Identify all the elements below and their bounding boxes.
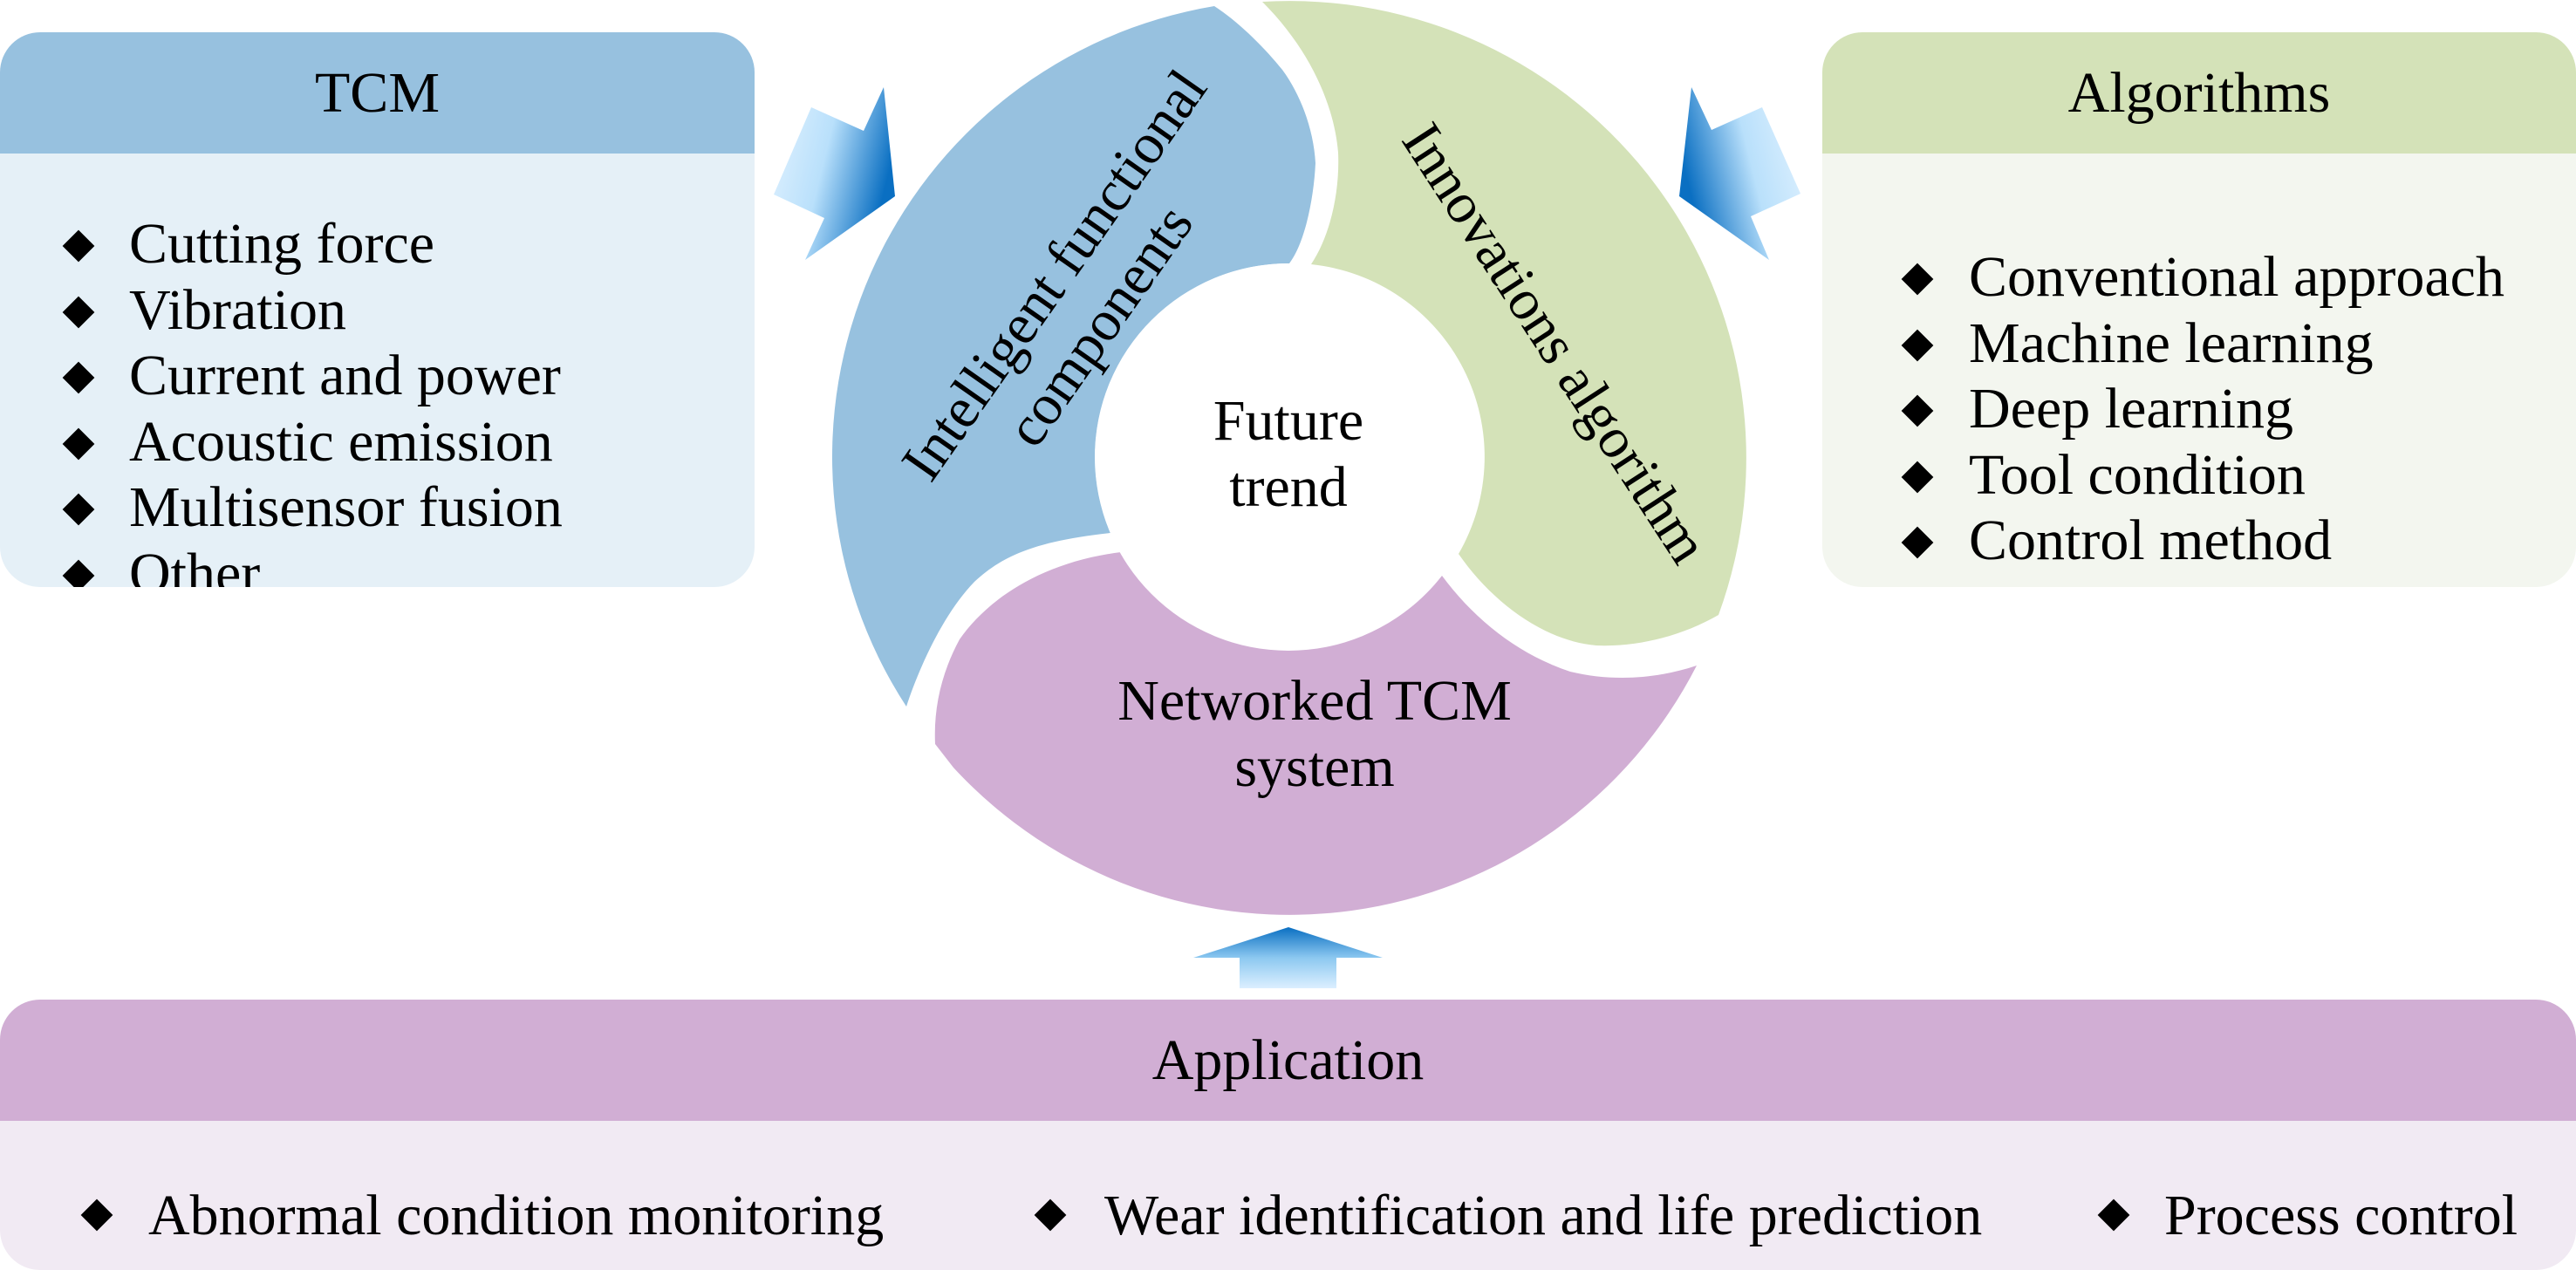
list-item: Cutting force [0,211,563,277]
list-item-label: Multisensor fusion [129,475,563,539]
list-item: Control method [1822,508,2504,574]
list-item: Process control [2097,1183,2518,1248]
list-item: Abnormal condition monitoring [80,1183,885,1248]
algorithms-list: Conventional approach Machine learning D… [1822,244,2504,574]
center-circle [1095,263,1482,651]
list-item: Other [0,541,563,588]
list-item: Acoustic emission [0,409,563,475]
list-item-label: Vibration [129,277,346,342]
list-item: Wear identification and life prediction [1034,1183,1983,1248]
center-label-line1: Future [1213,389,1364,453]
arrow-tcm-to-cycle [774,87,895,260]
diamond-bullet-icon [1901,329,1934,361]
application-panel: Application Abnormal condition monitorin… [0,1000,2576,1270]
label-networked-line2: system [1234,735,1395,799]
label-networked-tcm-system: Networked TCM system [1097,668,1533,801]
center-label-line2: trend [1229,455,1348,519]
list-item: Deep learning [1822,376,2504,442]
diamond-bullet-icon [1901,526,1934,559]
center-label: Future trend [1201,388,1376,521]
list-item: Machine learning [1822,311,2504,377]
diamond-bullet-icon [62,493,95,526]
list-item-label: Control method [1969,509,2333,572]
application-panel-header: Application [0,1000,2576,1121]
list-item-label: Abnormal condition monitoring [148,1184,885,1247]
list-item: Tool condition [1822,442,2504,509]
list-item-label: Tool condition [1969,442,2306,507]
list-item-label: Acoustic emission [129,409,553,474]
application-panel-title: Application [1151,1028,1425,1092]
list-item-label: Process control [2164,1184,2518,1247]
diamond-bullet-icon [62,229,95,263]
diamond-bullet-icon [62,361,95,394]
list-item: Conventional approach [1822,244,2504,311]
label-networked-line1: Networked TCM [1117,669,1512,733]
list-item-label: Other [129,541,261,588]
algorithms-panel-title: Algorithms [2067,60,2331,125]
diamond-bullet-icon [1901,461,1934,493]
application-panel-body [0,1121,2576,1270]
list-item-label: Current and power [129,344,561,407]
list-item: Vibration [0,277,563,344]
tcm-panel-title: TCM [314,60,441,125]
tcm-panel: TCM Cutting force Vibration Current and … [0,32,755,587]
tcm-panel-header: TCM [0,32,755,154]
algorithms-panel-body: Conventional approach Machine learning D… [1822,154,2576,587]
list-item-label: Conventional approach [1969,245,2504,309]
arrow-algorithms-to-cycle [1679,87,1800,260]
segment-networked-tcm-system [934,552,1697,915]
diamond-bullet-icon [1901,263,1934,296]
list-item: Multisensor fusion [0,475,563,541]
list-item-label: Cutting force [129,212,435,276]
tcm-panel-body: Cutting force Vibration Current and powe… [0,154,755,587]
tcm-list: Cutting force Vibration Current and powe… [0,211,563,587]
list-item-label: Wear identification and life prediction [1104,1184,1983,1247]
diamond-bullet-icon [62,559,95,587]
diamond-bullet-icon [62,427,95,460]
segment-innovations-algorithm [1262,1,1746,646]
list-item: Current and power [0,343,563,409]
list-item-label: Machine learning [1969,311,2374,375]
diamond-bullet-icon [1901,394,1934,427]
segment-intelligent-functional-components [831,6,1315,707]
algorithms-panel: Algorithms Conventional approach Machine… [1822,32,2576,587]
diamond-bullet-icon [62,296,95,328]
arrow-application-to-cycle [1193,927,1383,988]
algorithms-panel-header: Algorithms [1822,32,2576,154]
list-item-label: Deep learning [1969,377,2293,440]
